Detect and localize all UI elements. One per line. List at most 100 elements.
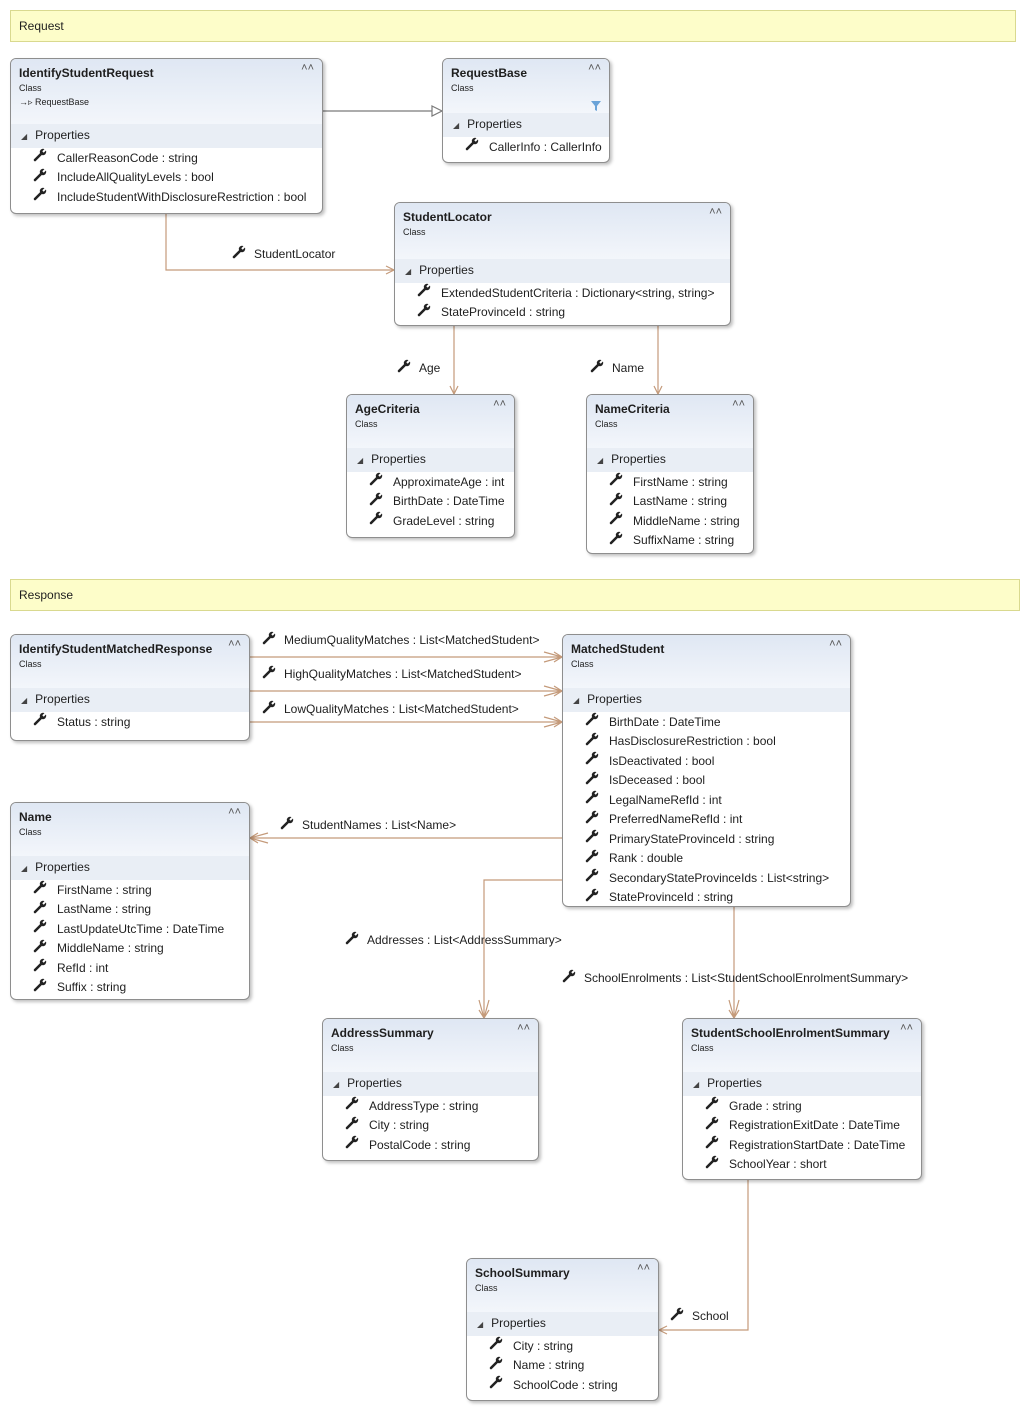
property-item[interactable]: City : string (323, 1115, 538, 1136)
class-studentschoolenrolmentsummary[interactable]: StudentSchoolEnrolmentSummary Class˄˄◢Pr… (682, 1018, 922, 1180)
expand-triangle-icon[interactable]: ◢ (693, 1080, 700, 1089)
properties-group[interactable]: ◢ Properties (587, 448, 753, 472)
property-item[interactable]: Status : string (11, 711, 249, 732)
property-item[interactable]: LastName : string (11, 899, 249, 920)
property-item[interactable]: RefId : int (11, 957, 249, 978)
expand-triangle-icon[interactable]: ◢ (477, 1320, 484, 1329)
property-item[interactable]: Grade : string (683, 1095, 921, 1116)
collapse-chevron-icon[interactable]: ˄˄ (900, 1022, 913, 1034)
group-label: Properties (611, 452, 666, 466)
property-item[interactable]: FirstName : string (11, 879, 249, 900)
property-item[interactable]: ExtendedStudentCriteria : Dictionary<str… (395, 282, 730, 303)
property-item[interactable]: LegalNameRefId : int (563, 789, 850, 810)
association-name: LowQualityMatches : List<MatchedStudent> (284, 701, 519, 716)
property-item[interactable]: RegistrationExitDate : DateTime (683, 1115, 921, 1136)
collapse-chevron-icon[interactable]: ˄˄ (228, 806, 241, 818)
wrench-icon (489, 1335, 513, 1356)
property-item[interactable]: SuffixName : string (587, 530, 753, 551)
properties-group[interactable]: ◢Properties (683, 1072, 921, 1096)
association-label: Addresses : List<AddressSummary> (345, 930, 562, 948)
expand-triangle-icon[interactable]: ◢ (333, 1080, 340, 1089)
collapse-chevron-icon[interactable]: ˄˄ (588, 62, 601, 74)
property-item[interactable]: PrimaryStateProvinceId : string (563, 828, 850, 849)
property-item[interactable]: IncludeStudentWithDisclosureRestriction … (11, 186, 322, 207)
collapse-chevron-icon[interactable]: ˄˄ (709, 206, 722, 218)
property-item[interactable]: IsDeceased : bool (563, 770, 850, 791)
property-item[interactable]: IncludeAllQualityLevels : bool (11, 167, 322, 188)
class-identifystudentrequest[interactable]: IdentifyStudentRequest Class→▹ RequestBa… (10, 58, 323, 214)
property-item[interactable]: BirthDate : DateTime (563, 711, 850, 732)
property-item[interactable]: StateProvinceId : string (395, 302, 730, 323)
property-item[interactable]: LastUpdateUtcTime : DateTime (11, 918, 249, 939)
property-label: LastName : string (633, 494, 728, 508)
collapse-chevron-icon[interactable]: ˄˄ (228, 638, 241, 650)
property-item[interactable]: MiddleName : string (587, 510, 753, 531)
property-item[interactable]: MiddleName : string (11, 938, 249, 959)
collapse-chevron-icon[interactable]: ˄˄ (517, 1022, 530, 1034)
property-item[interactable]: Rank : double (563, 848, 850, 869)
class-name: NameCriteria (595, 402, 670, 416)
expand-triangle-icon[interactable]: ◢ (405, 267, 412, 276)
property-item[interactable]: CallerInfo : CallerInfo (443, 136, 609, 157)
filter-icon[interactable] (591, 101, 601, 111)
collapse-chevron-icon[interactable]: ˄˄ (829, 638, 842, 650)
properties-group[interactable]: ◢Properties (323, 1072, 538, 1096)
property-item[interactable]: SchoolYear : short (683, 1154, 921, 1175)
properties-group[interactable]: ◢Properties (443, 113, 609, 137)
property-label: LastName : string (57, 902, 152, 916)
property-item[interactable]: SchoolCode : string (467, 1374, 658, 1395)
properties-group[interactable]: ◢Properties (395, 259, 730, 283)
expand-triangle-icon[interactable]: ◢ (21, 696, 28, 705)
property-item[interactable]: GradeLevel : string (347, 510, 514, 531)
expand-triangle-icon[interactable]: ◢ (21, 132, 28, 141)
properties-group[interactable]: ◢Properties (563, 688, 850, 712)
property-item[interactable]: StateProvinceId : string (563, 887, 850, 907)
expand-triangle-icon[interactable]: ◢ (21, 864, 28, 873)
property-item[interactable]: PostalCode : string (323, 1134, 538, 1155)
expand-triangle-icon[interactable]: ◢ (597, 456, 604, 465)
wrench-icon (609, 471, 633, 492)
wrench-icon (262, 630, 284, 648)
property-item[interactable]: SecondaryStateProvinceIds : List<string> (563, 867, 850, 888)
property-item[interactable]: Name : string (467, 1355, 658, 1376)
property-item[interactable]: RegistrationStartDate : DateTime (683, 1134, 921, 1155)
property-label: Name : string (513, 1358, 585, 1372)
property-item[interactable]: PreferredNameRefId : int (563, 809, 850, 830)
property-item[interactable]: FirstName : string (587, 471, 753, 492)
collapse-chevron-icon[interactable]: ˄˄ (301, 62, 314, 74)
association-label: HighQualityMatches : List<MatchedStudent… (262, 664, 521, 682)
wrench-icon (465, 136, 489, 157)
collapse-chevron-icon[interactable]: ˄˄ (732, 398, 745, 410)
expand-triangle-icon[interactable]: ◢ (357, 456, 364, 465)
class-identifystudentmatchedresponse[interactable]: IdentifyStudentMatchedResponse Class˄˄◢P… (10, 634, 250, 741)
property-item[interactable]: AddressType : string (323, 1095, 538, 1116)
properties-group[interactable]: ◢Properties (11, 124, 322, 148)
properties-group[interactable]: ◢Properties (11, 856, 249, 880)
collapse-chevron-icon[interactable]: ˄˄ (637, 1262, 650, 1274)
association-name: Age (419, 360, 441, 375)
expand-triangle-icon[interactable]: ◢ (453, 121, 460, 130)
property-item[interactable]: LastName : string (587, 491, 753, 512)
property-label: RegistrationExitDate : DateTime (729, 1118, 900, 1132)
properties-group[interactable]: ◢Properties (11, 688, 249, 712)
properties-group[interactable]: ◢Properties (467, 1312, 658, 1336)
property-item[interactable]: ApproximateAge : int (347, 471, 514, 492)
collapse-chevron-icon[interactable]: ˄˄ (493, 398, 506, 410)
property-item[interactable]: CallerReasonCode : string (11, 147, 322, 168)
section-request: Request (10, 10, 1016, 42)
property-item[interactable]: HasDisclosureRestriction : bool (563, 731, 850, 752)
expand-triangle-icon[interactable]: ◢ (573, 696, 580, 705)
property-item[interactable]: IsDeactivated : bool (563, 750, 850, 771)
property-item[interactable]: BirthDate : DateTime (347, 491, 514, 512)
property-item[interactable]: Suffix : string (11, 977, 249, 998)
property-item[interactable]: City : string (467, 1335, 658, 1356)
properties-group[interactable]: ◢Properties (347, 448, 514, 472)
